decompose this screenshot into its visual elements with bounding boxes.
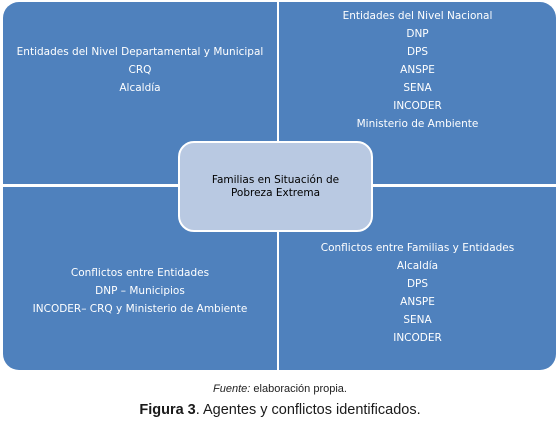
quadrant-line: SENA [403, 314, 432, 326]
quadrant-top-left: Entidades del Nivel Departamental y Muni… [3, 2, 277, 184]
quadrant-line: INCODER [393, 100, 442, 112]
figure-caption: Figura 3. Agentes y conflictos identific… [0, 402, 560, 418]
quadrant-line: DPS [406, 46, 429, 58]
figure-title: . Agentes y conflictos identificados. [195, 402, 421, 418]
quadrant-top-right-text: Entidades del Nivel Nacional DNP DPS ANS… [279, 7, 556, 133]
quadrant-line: SENA [403, 82, 432, 94]
quadrant-line: CRQ [128, 64, 152, 76]
quadrant-line: Conflictos entre Entidades [70, 267, 210, 279]
quadrant-line: INCODER [393, 332, 442, 344]
quadrant-line: INCODER– CRQ y Ministerio de Ambiente [32, 303, 248, 315]
quadrant-line: Entidades del Nivel Departamental y Muni… [16, 46, 264, 58]
quadrant-bottom-right-text: Conflictos entre Familias y Entidades Al… [279, 239, 556, 347]
figure-label: Figura 3 [139, 402, 196, 418]
quadrant-line: Ministerio de Ambiente [356, 118, 479, 130]
quadrant-line: DNP [406, 28, 429, 40]
quadrant-line: Entidades del Nivel Nacional [342, 10, 493, 22]
quadrant-line: Conflictos entre Familias y Entidades [320, 242, 515, 254]
quadrant-top-left-text: Entidades del Nivel Departamental y Muni… [3, 43, 277, 97]
source-label: Fuente: [213, 383, 251, 395]
quadrant-line: Alcaldía [396, 260, 439, 272]
quadrant-line: ANSPE [400, 64, 435, 76]
quadrant-line: Alcaldía [119, 82, 161, 94]
quadrant-line: ANSPE [400, 296, 435, 308]
source-text: elaboración propia. [250, 383, 347, 395]
caption-source: Fuente: elaboración propia. [0, 383, 560, 395]
center-label: Familias en Situación de Pobreza Extrema [211, 173, 340, 199]
quadrant-line: DPS [406, 278, 429, 290]
quadrant-line: DNP – Municipios [95, 285, 185, 297]
center-box: Familias en Situación de Pobreza Extrema [178, 141, 373, 232]
quadrant-bottom-left-text: Conflictos entre Entidades DNP – Municip… [3, 264, 277, 318]
